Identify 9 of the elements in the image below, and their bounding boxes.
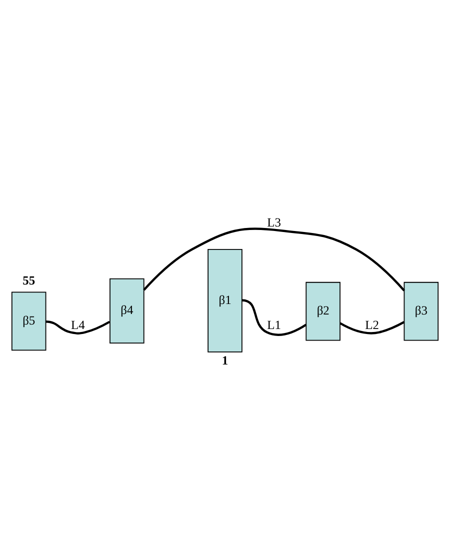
edge-label: L2: [365, 318, 380, 332]
edge-label: L4: [70, 318, 85, 332]
edge-label: L3: [267, 215, 281, 230]
edge-label: L1: [267, 318, 281, 332]
connector: [143, 228, 406, 292]
node-label: 55: [22, 273, 36, 288]
connector: [46, 320, 110, 334]
connector: [340, 321, 405, 334]
node-label: 1: [222, 354, 228, 368]
